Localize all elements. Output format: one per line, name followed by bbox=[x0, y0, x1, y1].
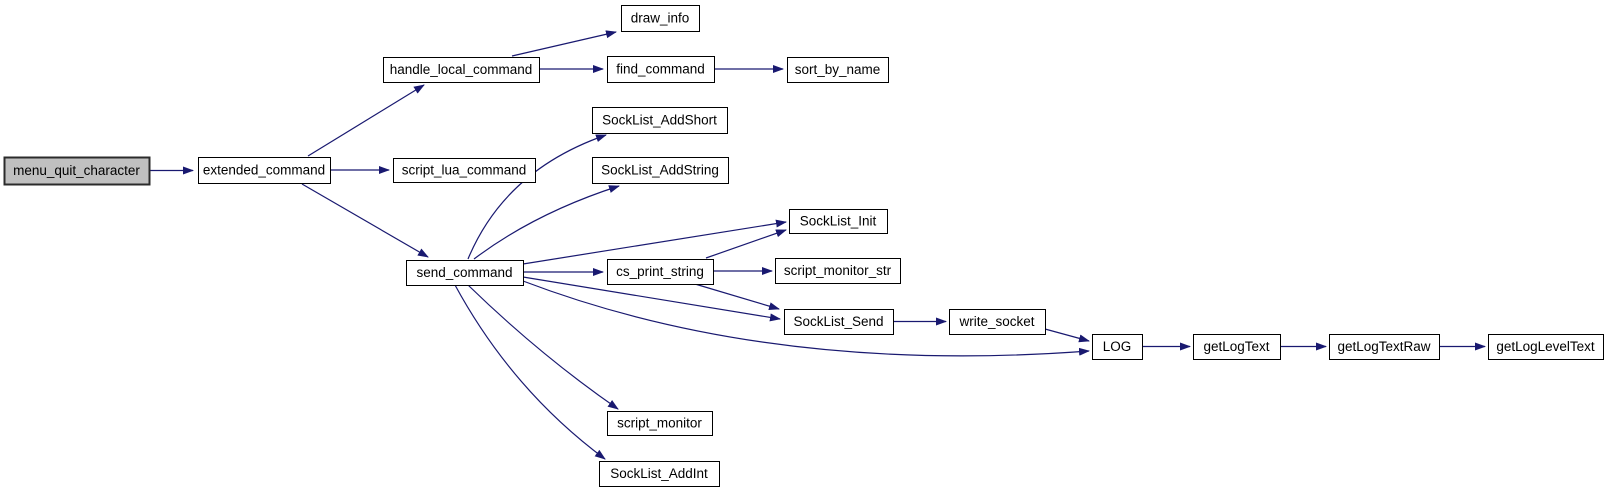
graph-node-label-LOG: LOG bbox=[1103, 339, 1132, 354]
nodes-layer: menu_quit_character extended_command handl… bbox=[3, 5, 1604, 487]
graph-node-label-menu_quit_character: menu_quit_character bbox=[13, 163, 140, 178]
graph-node-getLogTextRaw[interactable]: getLogTextRaw bbox=[1329, 334, 1440, 360]
graph-node-label-send_command: send_command bbox=[416, 265, 512, 280]
graph-node-box-script_lua_command[interactable] bbox=[393, 158, 536, 183]
graph-node-label-getLogTextRaw: getLogTextRaw bbox=[1337, 339, 1430, 354]
graph-node-SockList_AddInt[interactable]: SockList_AddInt bbox=[599, 461, 720, 487]
graph-node-box-script_monitor[interactable] bbox=[607, 411, 713, 436]
edge-cs_print_string-to-SockList_Send bbox=[694, 283, 780, 310]
graph-node-box-handle_local_command[interactable] bbox=[383, 57, 540, 83]
graph-node-script_lua_command[interactable]: script_lua_command bbox=[393, 158, 536, 183]
edge-send_command-to-SockList_AddString bbox=[473, 185, 620, 260]
graph-node-box-script_monitor_str[interactable] bbox=[775, 258, 901, 284]
graph-node-label-script_monitor: script_monitor bbox=[617, 416, 702, 431]
graph-node-label-SockList_AddShort: SockList_AddShort bbox=[602, 113, 717, 128]
graph-node-label-getLogLevelText: getLogLevelText bbox=[1496, 339, 1595, 354]
graph-node-box-getLogText[interactable] bbox=[1193, 334, 1281, 360]
edge-handle_local_command-to-draw_info bbox=[511, 30, 617, 57]
graph-node-label-SockList_AddInt: SockList_AddInt bbox=[610, 466, 708, 481]
graph-node-label-script_lua_command: script_lua_command bbox=[402, 163, 527, 178]
graph-node-label-SockList_Send: SockList_Send bbox=[793, 314, 883, 329]
edge-extended_command-to-handle_local_command bbox=[307, 84, 425, 157]
edge-send_command-to-SockList_AddShort bbox=[467, 134, 607, 260]
edge-cs_print_string-to-SockList_Init bbox=[705, 229, 787, 259]
graph-node-box-sort_by_name[interactable] bbox=[787, 57, 889, 83]
graph-node-script_monitor[interactable]: script_monitor bbox=[607, 411, 713, 436]
graph-node-SockList_Send[interactable]: SockList_Send bbox=[784, 309, 894, 335]
graph-node-find_command[interactable]: find_command bbox=[607, 56, 715, 83]
graph-node-box-getLogTextRaw[interactable] bbox=[1329, 334, 1440, 360]
graph-node-label-find_command: find_command bbox=[616, 62, 705, 77]
graph-node-box-SockList_Init[interactable] bbox=[789, 209, 888, 234]
graph-node-label-SockList_Init: SockList_Init bbox=[800, 214, 877, 229]
graph-node-box-SockList_AddString[interactable] bbox=[592, 157, 729, 184]
graph-node-menu_quit_character[interactable]: menu_quit_character bbox=[3, 156, 151, 186]
graph-node-draw_info[interactable]: draw_info bbox=[621, 5, 700, 32]
graph-node-box-draw_info[interactable] bbox=[621, 5, 700, 32]
graph-node-send_command[interactable]: send_command bbox=[406, 260, 524, 286]
edge-write_socket-to-LOG bbox=[1044, 328, 1090, 343]
graph-node-label-draw_info: draw_info bbox=[631, 11, 690, 26]
graph-node-SockList_AddShort[interactable]: SockList_AddShort bbox=[592, 107, 728, 134]
graph-node-label-handle_local_command: handle_local_command bbox=[390, 62, 533, 77]
graph-node-label-SockList_AddString: SockList_AddString bbox=[601, 163, 719, 178]
graph-node-box-cs_print_string[interactable] bbox=[607, 259, 714, 285]
graph-node-box-SockList_AddShort[interactable] bbox=[592, 107, 728, 134]
edge-send_command-to-script_monitor bbox=[467, 284, 619, 410]
graph-node-box-SockList_AddInt[interactable] bbox=[599, 461, 720, 487]
edge-send_command-to-SockList_Init bbox=[522, 219, 787, 265]
graph-node-box-SockList_Send[interactable] bbox=[784, 309, 894, 335]
graph-node-box-write_socket[interactable] bbox=[949, 309, 1046, 335]
graph-node-extended_command[interactable]: extended_command bbox=[198, 157, 331, 184]
graph-node-box-send_command[interactable] bbox=[406, 260, 524, 286]
edges-layer bbox=[149, 30, 1486, 460]
graph-node-getLogLevelText[interactable]: getLogLevelText bbox=[1488, 334, 1604, 360]
edge-send_command-to-LOG bbox=[522, 280, 1090, 357]
graph-node-box-find_command[interactable] bbox=[607, 56, 715, 83]
graph-node-handle_local_command[interactable]: handle_local_command bbox=[383, 57, 540, 83]
graph-node-box-LOG[interactable] bbox=[1092, 334, 1143, 360]
graph-node-box-menu_quit_character[interactable] bbox=[3, 156, 151, 186]
graph-node-label-script_monitor_str: script_monitor_str bbox=[784, 263, 892, 278]
graph-node-box-extended_command[interactable] bbox=[198, 157, 331, 184]
graph-node-LOG[interactable]: LOG bbox=[1092, 334, 1143, 360]
graph-node-label-write_socket: write_socket bbox=[958, 314, 1034, 329]
graph-node-label-sort_by_name: sort_by_name bbox=[795, 62, 881, 77]
graph-node-script_monitor_str[interactable]: script_monitor_str bbox=[775, 258, 901, 284]
graph-node-label-cs_print_string: cs_print_string bbox=[616, 264, 704, 279]
edge-send_command-to-SockList_Send bbox=[522, 276, 781, 322]
graph-node-label-extended_command: extended_command bbox=[203, 163, 325, 178]
graph-node-cs_print_string[interactable]: cs_print_string bbox=[607, 259, 714, 285]
graph-node-label-getLogText: getLogText bbox=[1203, 339, 1269, 354]
graph-node-SockList_Init[interactable]: SockList_Init bbox=[789, 209, 888, 234]
edge-send_command-to-SockList_AddInt bbox=[454, 284, 606, 460]
graph-node-getLogText[interactable]: getLogText bbox=[1193, 334, 1281, 360]
graph-node-write_socket[interactable]: write_socket bbox=[949, 309, 1046, 335]
edge-extended_command-to-send_command bbox=[301, 183, 429, 258]
graph-node-SockList_AddString[interactable]: SockList_AddString bbox=[592, 157, 729, 184]
graph-node-box-getLogLevelText[interactable] bbox=[1488, 334, 1604, 360]
graph-node-sort_by_name[interactable]: sort_by_name bbox=[787, 57, 889, 83]
